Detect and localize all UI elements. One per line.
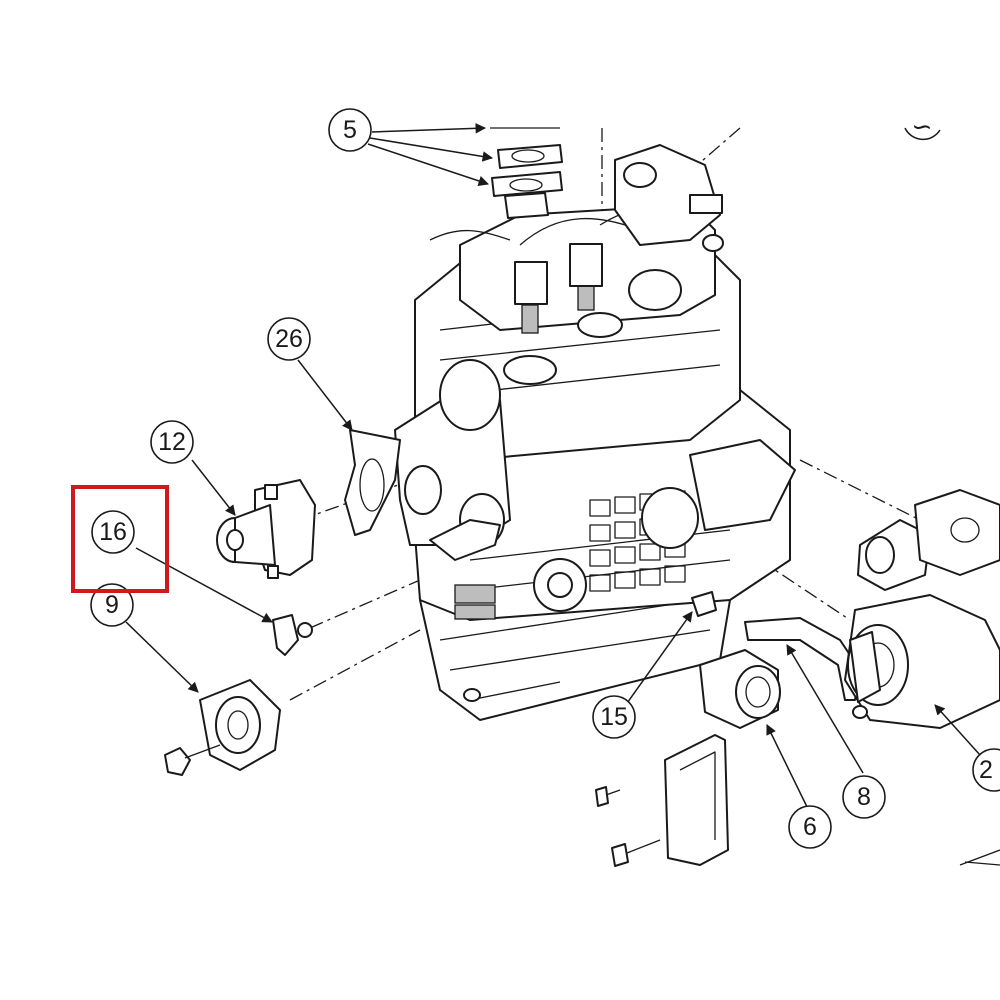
cover-plate	[595, 734, 729, 867]
svg-text:9: 9	[105, 591, 119, 619]
svg-text:16: 16	[99, 518, 127, 546]
svg-text:15: 15	[600, 703, 628, 731]
fan-pulley	[164, 679, 281, 776]
callout-8: 8	[842, 775, 886, 819]
water-pump	[216, 479, 316, 579]
gasket-stack	[490, 127, 563, 219]
callout-9: 9	[90, 583, 134, 627]
leader-lines	[125, 123, 981, 814]
gasket-upper	[497, 144, 563, 169]
svg-text:8: 8	[857, 783, 871, 811]
starter	[689, 439, 796, 531]
highlight-box	[71, 485, 169, 593]
svg-text:6: 6	[803, 813, 817, 841]
svg-text:2: 2	[979, 756, 993, 784]
exhaust-elbow	[857, 489, 1000, 591]
temperature-sensor-part	[272, 614, 313, 656]
engine-assembly	[394, 144, 796, 721]
gasket-lower	[491, 171, 563, 197]
callout-26: 26	[267, 317, 311, 361]
callout-6: 6	[788, 805, 832, 849]
callout-12: 12	[150, 420, 194, 464]
callout-16: 16	[91, 510, 135, 554]
alternator	[844, 594, 1000, 729]
water-pump-gasket	[344, 429, 401, 536]
callout-2x-partial: 2	[972, 748, 1000, 792]
bracket	[744, 617, 861, 701]
svg-text:5: 5	[343, 116, 357, 144]
callout-5: 5	[328, 108, 372, 152]
callout-15: 15	[592, 695, 636, 739]
svg-text:26: 26	[275, 325, 303, 353]
oil-filter	[699, 649, 781, 729]
svg-text:12: 12	[158, 428, 186, 456]
svg-text:∽: ∽	[912, 113, 933, 141]
